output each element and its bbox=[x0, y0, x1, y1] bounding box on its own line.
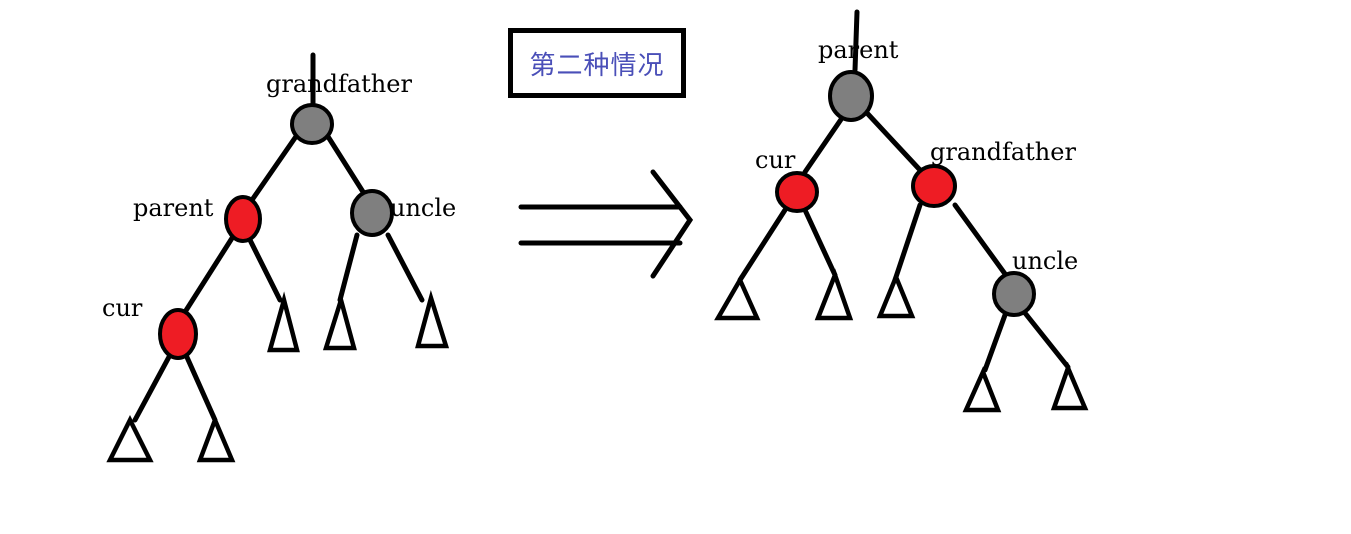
node-after-parent bbox=[828, 70, 874, 122]
label-before-cur: cur bbox=[102, 294, 143, 322]
node-before-grandfather bbox=[290, 103, 334, 145]
label-before-uncle: uncle bbox=[390, 194, 456, 222]
label-after-parent: parent bbox=[818, 36, 899, 64]
case-title-box: 第二种情况 bbox=[508, 28, 686, 98]
edge-after-uncle-sub-l bbox=[982, 312, 1008, 373]
edge-after-cur-sub-l bbox=[737, 207, 788, 283]
label-after-uncle: uncle bbox=[1012, 247, 1078, 275]
edge-before-parent-sub bbox=[247, 237, 283, 303]
subtree-triangle bbox=[322, 291, 357, 351]
node-before-parent bbox=[224, 195, 262, 243]
subtree-triangle bbox=[415, 289, 450, 349]
node-after-grandfather bbox=[911, 164, 957, 208]
edge-before-gp-parent bbox=[249, 132, 300, 203]
edge-before-gp-uncle bbox=[324, 132, 368, 198]
edge-after-parent-cur bbox=[802, 115, 845, 175]
subtree-triangle bbox=[106, 414, 154, 463]
arrow-head bbox=[650, 169, 694, 279]
subtree-triangle bbox=[714, 275, 761, 321]
subtree-triangle bbox=[267, 291, 300, 353]
case-title: 第二种情况 bbox=[529, 50, 665, 81]
subtree-triangle bbox=[814, 268, 854, 321]
subtree-triangle bbox=[962, 366, 1002, 413]
node-before-cur bbox=[158, 308, 198, 360]
label-before-grandfather: grandfather bbox=[266, 70, 412, 98]
edge-after-cur-sub-r bbox=[802, 207, 838, 278]
edge-before-cur-sub-l bbox=[132, 352, 173, 423]
node-after-cur bbox=[775, 171, 819, 213]
node-before-uncle bbox=[350, 189, 394, 237]
label-after-grandfather: grandfather bbox=[930, 138, 1076, 166]
edge-before-parent-cur bbox=[182, 232, 237, 315]
subtree-triangle bbox=[1050, 361, 1089, 411]
edge-after-uncle-sub-r bbox=[1022, 310, 1071, 370]
label-before-parent: parent bbox=[133, 194, 214, 222]
edge-before-cur-sub-r bbox=[183, 352, 218, 423]
edge-before-uncle-sub-r bbox=[385, 232, 425, 303]
label-after-cur: cur bbox=[755, 146, 796, 174]
edge-before-uncle-sub-l bbox=[337, 232, 360, 303]
subtree-triangle bbox=[196, 413, 236, 463]
node-after-uncle bbox=[992, 271, 1036, 317]
edge-after-parent-gp bbox=[864, 110, 923, 173]
edge-after-gp-sub-l bbox=[892, 202, 923, 283]
subtree-triangle bbox=[876, 271, 916, 319]
edge-after-root-stub bbox=[852, 9, 860, 73]
edge-after-gp-uncle bbox=[952, 202, 1011, 281]
